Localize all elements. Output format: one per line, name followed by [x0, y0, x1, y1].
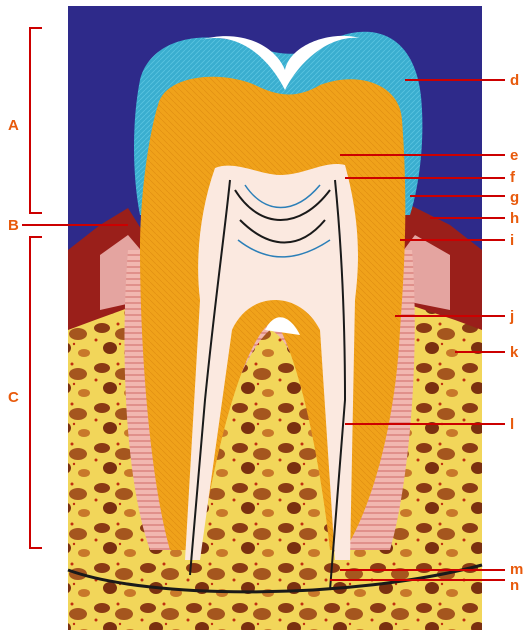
label-h: h [510, 211, 519, 226]
label-m: m [510, 562, 523, 577]
label-B: B [8, 218, 19, 233]
label-n: n [510, 578, 519, 593]
bracket-C [30, 237, 42, 548]
label-f: f [510, 170, 515, 185]
label-i: i [510, 233, 514, 248]
label-g: g [510, 190, 519, 205]
label-e: e [510, 148, 518, 163]
label-d: d [510, 73, 519, 88]
label-C: C [8, 390, 19, 405]
label-l: l [510, 417, 514, 432]
jaw-bone-base [68, 565, 482, 630]
label-k: k [510, 345, 518, 360]
label-A: A [8, 118, 19, 133]
label-j: j [510, 309, 514, 324]
bracket-A [30, 28, 42, 213]
